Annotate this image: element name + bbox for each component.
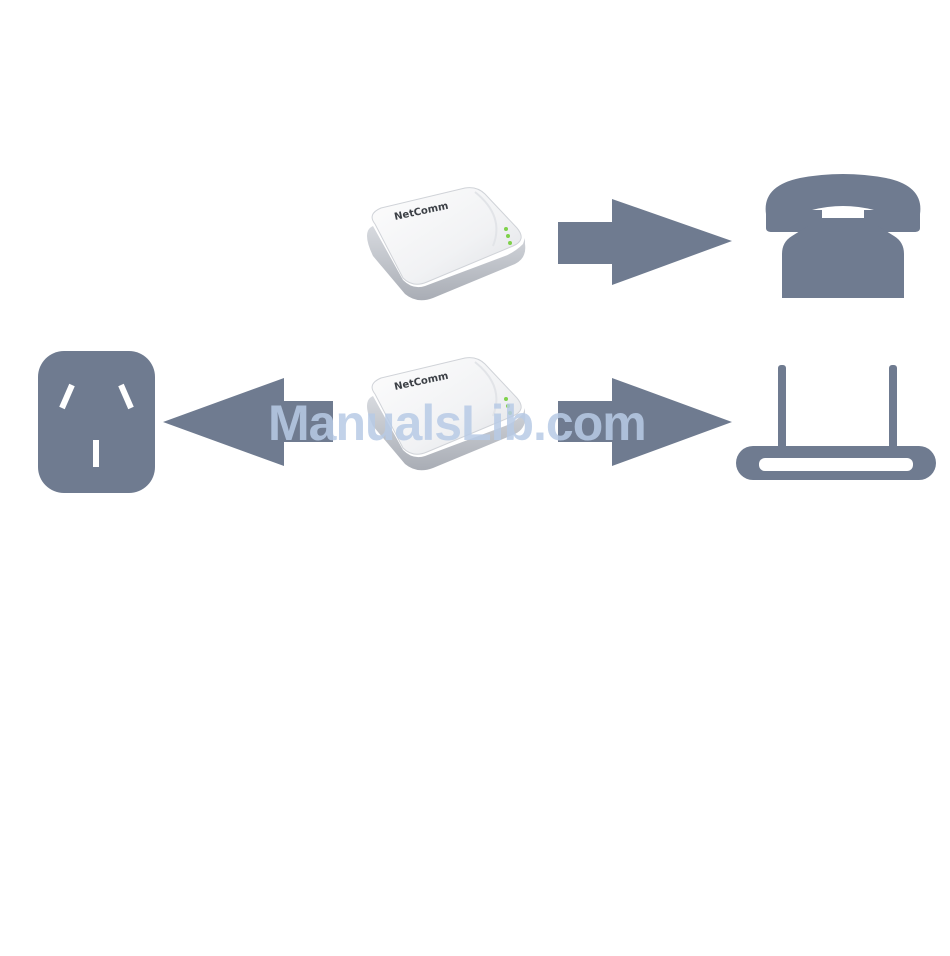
telephone-icon	[766, 174, 921, 298]
arrow-to-phone	[558, 199, 732, 285]
device-top: NetComm	[367, 188, 525, 301]
device-bottom: NetComm	[367, 358, 525, 471]
arrow-to-router	[558, 378, 732, 466]
router-icon	[736, 365, 936, 480]
arrow-to-outlet	[163, 378, 333, 466]
power-outlet-icon	[38, 351, 155, 493]
